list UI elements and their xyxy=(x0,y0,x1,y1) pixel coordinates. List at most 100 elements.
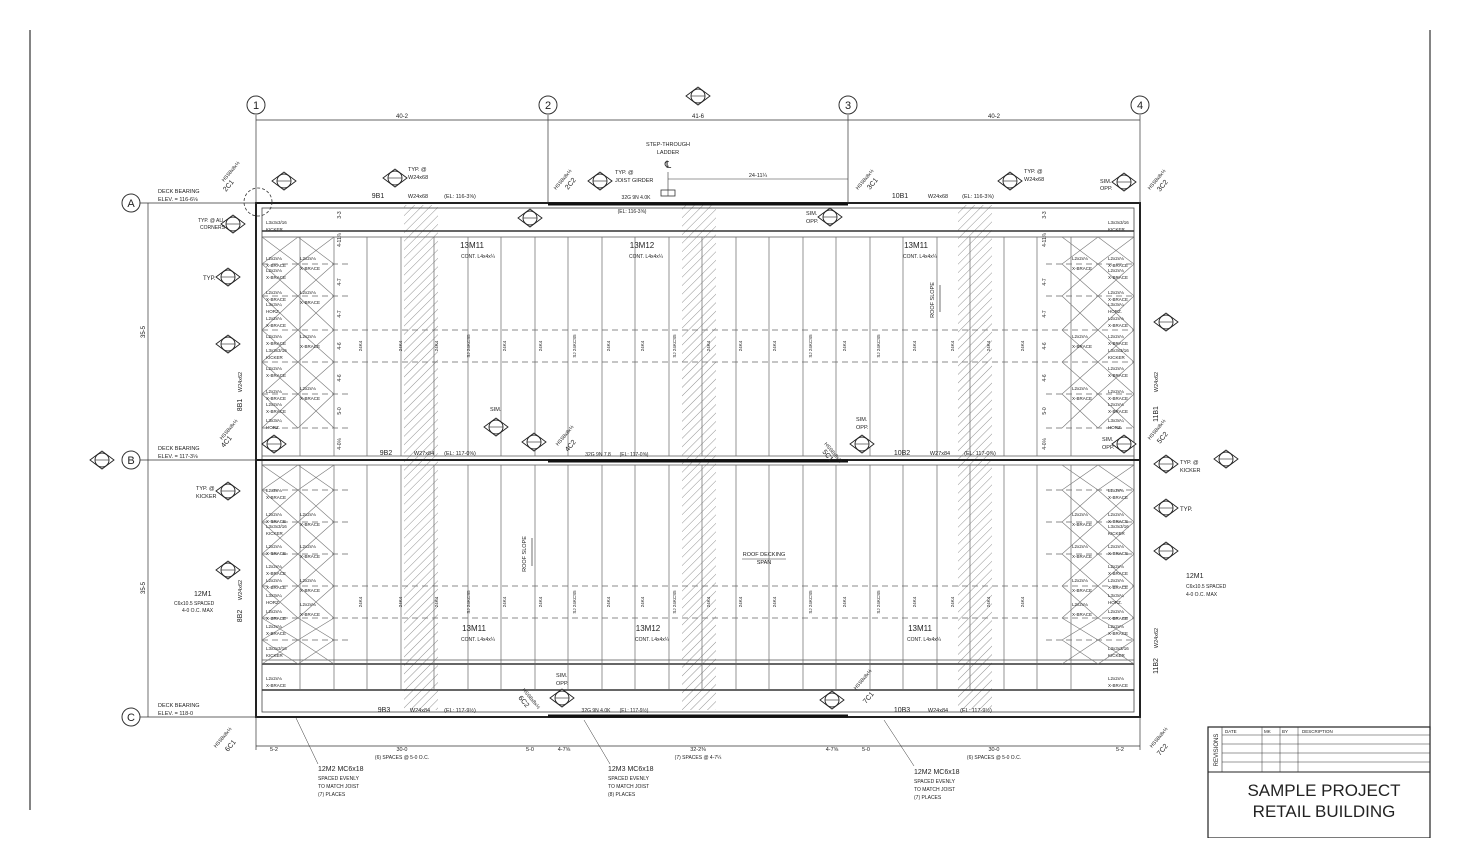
beam-10b3: 10B3 xyxy=(894,707,910,714)
sim-opp-c2-2: OPP. xyxy=(556,681,569,687)
section-marker xyxy=(817,207,843,227)
member-label: L2x2x⅛ xyxy=(1072,544,1088,549)
joist-label: 24K4 xyxy=(434,340,439,351)
m13m11-top-left: 13M11 xyxy=(460,241,484,250)
member-label: X-BRACE xyxy=(1108,616,1128,621)
member-label: L2x2x⅛ xyxy=(266,578,282,583)
member-label: KICKER xyxy=(1108,531,1126,536)
joist-label: SJ 24KCS5 xyxy=(672,334,677,358)
member-label: KICKER xyxy=(1108,355,1126,360)
roof-slope-2: ROOF SLOPE xyxy=(522,536,528,572)
grid-lines xyxy=(140,115,1141,750)
member-label: X-BRACE xyxy=(1108,585,1128,590)
joist-label: 24K4 xyxy=(606,340,611,351)
jg-a: 32G 9N 4.0K xyxy=(622,195,652,201)
m13m12-top: 13M12 xyxy=(630,241,655,250)
member-label: X-BRACE xyxy=(266,585,286,590)
member-label: X-BRACE xyxy=(1108,683,1128,688)
hatch-strip xyxy=(404,205,438,710)
member-label: X-BRACE xyxy=(1072,588,1092,593)
member-label: X-BRACE xyxy=(266,683,286,688)
cont-bot-mid: CONT. L4x4x¼ xyxy=(635,637,670,643)
beam-8b1: 8B1 xyxy=(237,399,244,412)
section-marker xyxy=(261,434,287,454)
member-label: X-BRACE xyxy=(1072,344,1092,349)
member-label: L2x2x⅛ xyxy=(266,609,282,614)
member-label: KICKER xyxy=(266,355,284,360)
bay-dim: 4-6 xyxy=(1042,374,1048,381)
member-label: X-BRACE xyxy=(300,396,320,401)
member-label: L2x2x⅛ xyxy=(1108,366,1124,371)
member-label: X-BRACE xyxy=(266,323,286,328)
member-label: L2x2x⅛ xyxy=(1108,402,1124,407)
bottom-spacing: (6) SPACES @ 5-0 O.C. xyxy=(967,755,1021,761)
beam-w24x62-l1: W24x62 xyxy=(238,372,244,392)
section-marker xyxy=(517,208,543,228)
joist-label: 24K4 xyxy=(1020,340,1025,351)
section-marker xyxy=(587,171,613,191)
joist-label: 24K4 xyxy=(706,340,711,351)
dim-top-2: 41-6 xyxy=(692,114,705,120)
hatch-strip xyxy=(682,205,716,710)
bay-dim: 4-6 xyxy=(337,342,343,349)
cont-top-right: CONT. L4x4x¼ xyxy=(903,254,938,260)
member-label: L2x2x⅛ xyxy=(266,389,282,394)
joist-label: 24K4 xyxy=(950,596,955,607)
grid-bubble-c: C xyxy=(121,707,141,727)
member-label: L2x2x⅛ xyxy=(300,578,316,583)
deck-bearing-c-2: ELEV. = 118-0 xyxy=(158,711,193,717)
bottom-dim: 32-2⅜ xyxy=(690,747,706,753)
member-label: L2x2x⅛ xyxy=(266,544,282,549)
tb-date: DATE xyxy=(1225,729,1237,734)
beam-el-c1: (EL: 117-9½) xyxy=(444,707,476,714)
beam-el-b1: (EL: 117-0⅝) xyxy=(444,451,476,457)
joist-lines xyxy=(299,237,1072,690)
typ-w24-3: TYP. @ xyxy=(1024,169,1043,175)
section-marker xyxy=(220,214,246,234)
member-label: L3x3x3/16 xyxy=(266,220,287,225)
bn2-2: TO MATCH JOIST xyxy=(608,784,649,790)
member-label: X-BRACE xyxy=(1108,519,1128,524)
member-label: L2x2x⅛ xyxy=(300,256,316,261)
section-marker xyxy=(1153,312,1179,332)
section-marker xyxy=(849,434,875,454)
member-label: L2x2x⅛ xyxy=(1108,512,1124,517)
tb-by: BY xyxy=(1282,729,1288,734)
bay-dim: 5-0 xyxy=(337,407,343,414)
sim-opp-a3-2: OPP. xyxy=(806,219,819,225)
member-label: X-BRACE xyxy=(1108,373,1128,378)
dim-left-1: 35-5 xyxy=(141,325,147,338)
jg-c: 32G 9N 4.0K xyxy=(582,708,612,714)
col-6c1: 6C1 xyxy=(224,739,238,753)
section-marker xyxy=(997,171,1023,191)
section-marker xyxy=(215,267,241,287)
beam-w24x84-c1: W24x84 xyxy=(410,708,430,714)
m13m11-bot-left: 13M11 xyxy=(462,624,486,633)
member-label: L3x3x¼ xyxy=(266,593,282,598)
joist-label: 24K4 xyxy=(606,596,611,607)
member-label: KICKER xyxy=(266,531,284,536)
member-labels: L3x3x3/16KICKERL3x3x3/16KICKERL2x2x⅛X-BR… xyxy=(266,220,1129,688)
member-label: L3x3x¼ xyxy=(266,418,282,423)
typ-w24-2: W24x68 xyxy=(408,175,428,181)
joist-label: 24K4 xyxy=(398,596,403,607)
col-4c2: 4C2 xyxy=(564,439,578,453)
building-title: RETAIL BUILDING xyxy=(1253,802,1396,821)
centerline-icon: ℄ xyxy=(664,160,672,171)
member-label: L2x2x⅛ xyxy=(266,512,282,517)
bay-dim: 3-3 xyxy=(1042,211,1048,218)
sim-opp-b3-1: SIM. xyxy=(856,417,868,423)
member-label: L3x3x¼ xyxy=(1108,593,1124,598)
member-label: X-BRACE xyxy=(1108,409,1128,414)
section-marker xyxy=(215,481,241,501)
section-marker xyxy=(215,560,241,580)
section-marker xyxy=(215,334,241,354)
svg-text:3: 3 xyxy=(845,100,851,112)
joist-label: 24K4 xyxy=(398,340,403,351)
member-label: X-BRACE xyxy=(1072,266,1092,271)
typ-kicker-left-2: KICKER xyxy=(196,494,217,500)
roof-decking-2: SPAN xyxy=(757,560,772,566)
svg-text:B: B xyxy=(127,455,134,467)
cont-bot-left: CONT. L4x4x¼ xyxy=(461,637,496,643)
